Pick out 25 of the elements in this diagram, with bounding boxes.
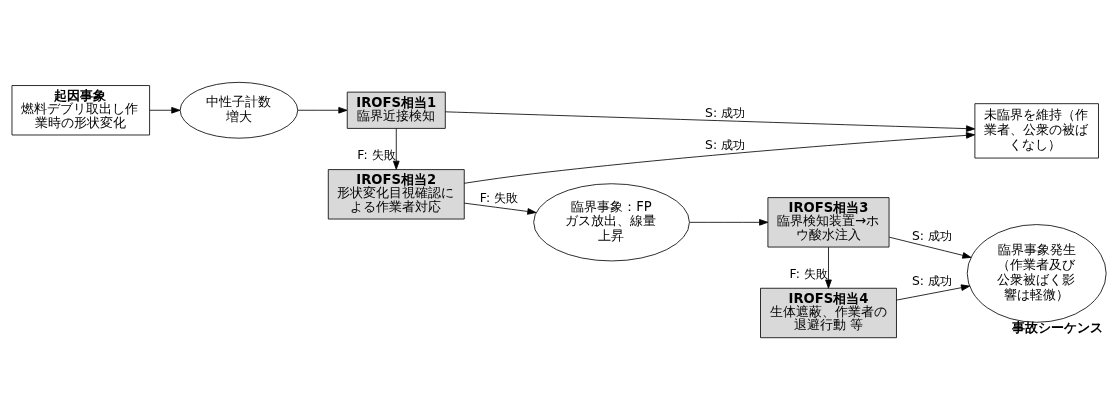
node-ellipse: 臨界事象：FPガス放出、線量上昇	[533, 182, 690, 261]
edge-label: S: 成功	[705, 137, 746, 152]
edge-label: S: 成功	[705, 105, 746, 120]
node-box: IROFS相当3 臨界検知装置→ホウ酸水注入	[767, 196, 890, 247]
node-ellipse: 中性子計数増大	[179, 81, 299, 139]
arrow	[888, 236, 972, 259]
edge-label: F: 失敗	[479, 190, 518, 205]
node-box: IROFS相当2 形状変化目視確認による作業者対応	[327, 168, 465, 219]
edge-label: F: 失敗	[789, 266, 828, 281]
edge-label: S: 成功	[911, 273, 952, 288]
node-box: IROFS相当4 生体遮蔽、作業者の退避行動 等	[760, 287, 897, 338]
arrow	[149, 106, 181, 114]
node-box: 起因事象 燃料デブリ取出し作業時の形状変化	[11, 84, 150, 135]
node-box: IROFS相当1 臨界近接検知	[346, 91, 446, 129]
arrow	[896, 283, 971, 300]
arrow	[689, 218, 769, 226]
edge-label: F: 失敗	[357, 147, 396, 162]
arrow	[297, 106, 348, 114]
arrow	[463, 202, 537, 215]
arrow	[444, 110, 976, 132]
arrow	[825, 246, 832, 289]
arrow	[463, 131, 976, 184]
edge-label: S: 成功	[911, 228, 952, 243]
arrow	[392, 127, 400, 170]
node-box: 未臨界を維持（作業者、公衆の被ばくなし）	[974, 102, 1099, 158]
